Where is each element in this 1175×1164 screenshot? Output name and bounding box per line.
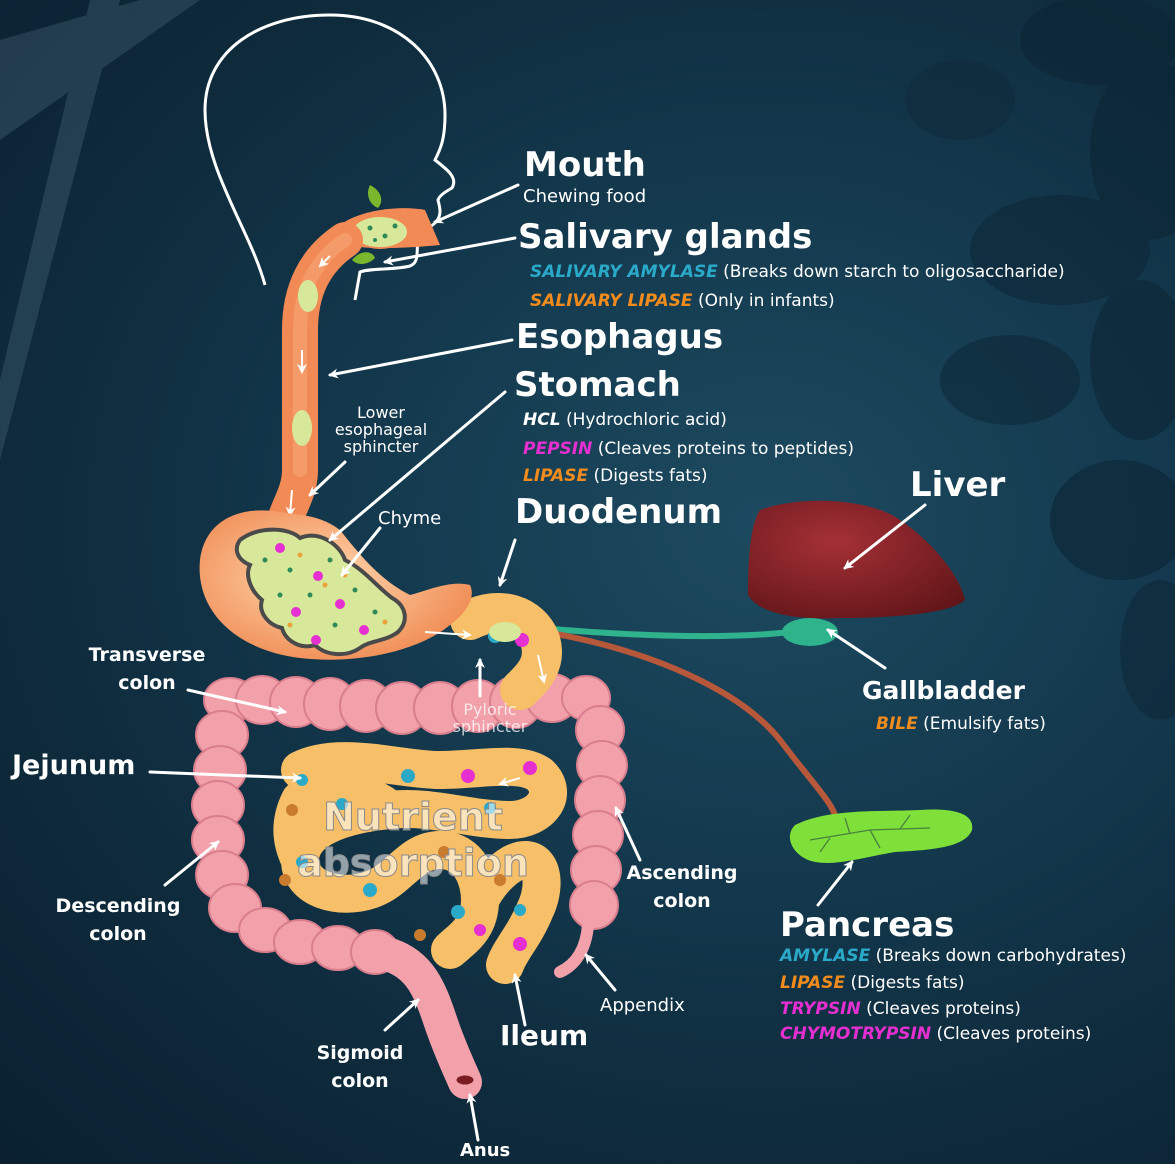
sigmoid-line-2: colon <box>300 1068 420 1096</box>
arrow-appendix <box>586 955 615 990</box>
arrow-ileum <box>515 975 525 1025</box>
salivary-lipase-name: SALIVARY LIPASE <box>530 291 693 311</box>
trypsin-name: TRYPSIN <box>780 999 861 1019</box>
arrow-anus <box>470 1095 478 1140</box>
anus-opening <box>455 1074 475 1086</box>
appendix-shape <box>560 925 588 972</box>
jejunum-title: Jejunum <box>12 752 135 779</box>
mouth-subtitle: Chewing food <box>523 188 646 206</box>
chymotrypsin-row: CHYMOTRYPSIN (Cleaves proteins) <box>780 1026 1091 1043</box>
small-intestine <box>293 613 549 965</box>
pyloric-label: Pyloric sphincter <box>440 702 540 736</box>
descending-line-1: Descending <box>50 893 186 921</box>
ascending-colon-label: Ascending colon <box>622 860 742 915</box>
pancreas-amylase-name: AMYLASE <box>780 946 870 966</box>
pancreas-lipase-name: LIPASE <box>780 973 845 993</box>
hcl-row: HCL (Hydrochloric acid) <box>523 412 727 429</box>
bile-name: BILE <box>876 714 918 734</box>
salivary-lipase-desc: (Only in infants) <box>698 291 835 311</box>
sigmoid-colon-label: Sigmoid colon <box>300 1040 420 1095</box>
chyme-label: Chyme <box>378 510 441 528</box>
liver-title: Liver <box>910 468 1005 502</box>
esophagus-title: Esophagus <box>516 320 723 354</box>
bile-duct <box>540 628 790 636</box>
arrow-duodenum <box>500 540 515 585</box>
salivary-lipase-row: SALIVARY LIPASE (Only in infants) <box>530 293 835 310</box>
sigmoid-line-1: Sigmoid <box>300 1040 420 1068</box>
bile-row: BILE (Emulsify fats) <box>876 716 1046 733</box>
pancreas-title: Pancreas <box>780 908 954 942</box>
gallbladder-title: Gallbladder <box>862 678 1025 703</box>
stomach-lipase-desc: (Digests fats) <box>593 466 707 486</box>
stomach-lipase-name: LIPASE <box>523 466 588 486</box>
salivary-amylase-row: SALIVARY AMYLASE (Breaks down starch to … <box>530 264 1065 281</box>
arrow-esophagus <box>330 340 512 375</box>
appendix-label: Appendix <box>600 997 685 1015</box>
hcl-desc: (Hydrochloric acid) <box>566 410 727 430</box>
absorption-line: absorption <box>288 841 538 887</box>
anus-label: Anus <box>460 1142 510 1160</box>
pancreas-lipase-row: LIPASE (Digests fats) <box>780 975 965 992</box>
descending-colon-label: Descending colon <box>50 893 186 948</box>
duodenum-title: Duodenum <box>515 495 722 529</box>
transverse-colon-label: Transverse colon <box>82 642 212 697</box>
arrow-gallbladder <box>828 630 885 668</box>
salivary-amylase-desc: (Breaks down starch to oligosaccharide) <box>723 262 1065 282</box>
pancreas-shape <box>790 810 972 863</box>
background-bacteria <box>905 0 1175 720</box>
bile-desc: (Emulsify fats) <box>923 714 1046 734</box>
les-label: Lower esophageal sphincter <box>326 405 436 455</box>
nutrient-absorption-label: Nutrient absorption <box>288 795 538 886</box>
arrow-sigmoid <box>385 1000 418 1030</box>
light-rays <box>0 0 200 460</box>
trypsin-desc: (Cleaves proteins) <box>866 999 1021 1019</box>
pepsin-row: PEPSIN (Cleaves proteins to peptides) <box>523 441 854 458</box>
transverse-line-1: Transverse <box>82 642 212 670</box>
salivary-amylase-name: SALIVARY AMYLASE <box>530 262 718 282</box>
pancreas-amylase-desc: (Breaks down carbohydrates) <box>876 946 1127 966</box>
ascending-line-2: colon <box>622 888 742 916</box>
pepsin-name: PEPSIN <box>523 439 592 459</box>
ascending-line-1: Ascending <box>622 860 742 888</box>
pyloric-line-2: sphincter <box>440 719 540 736</box>
mouth-title: Mouth <box>524 148 646 182</box>
salivary-title: Salivary glands <box>518 220 812 254</box>
stomach-title: Stomach <box>514 368 681 402</box>
transverse-line-2: colon <box>82 670 212 698</box>
hcl-name: HCL <box>523 410 561 430</box>
pancreas-amylase-row: AMYLASE (Breaks down carbohydrates) <box>780 948 1126 965</box>
trypsin-row: TRYPSIN (Cleaves proteins) <box>780 1001 1021 1018</box>
stomach-lipase-row: LIPASE (Digests fats) <box>523 468 708 485</box>
pancreas-lipase-desc: (Digests fats) <box>850 973 964 993</box>
chymotrypsin-desc: (Cleaves proteins) <box>936 1024 1091 1044</box>
arrow-pancreas <box>818 862 852 905</box>
les-line-3: sphincter <box>326 439 436 456</box>
pepsin-desc: (Cleaves proteins to peptides) <box>598 439 854 459</box>
ileum-title: Ileum <box>500 1022 588 1050</box>
nutrient-line: Nutrient <box>288 795 538 841</box>
leaf <box>368 185 381 208</box>
descending-line-2: colon <box>50 921 186 949</box>
chymotrypsin-name: CHYMOTRYPSIN <box>780 1024 931 1044</box>
